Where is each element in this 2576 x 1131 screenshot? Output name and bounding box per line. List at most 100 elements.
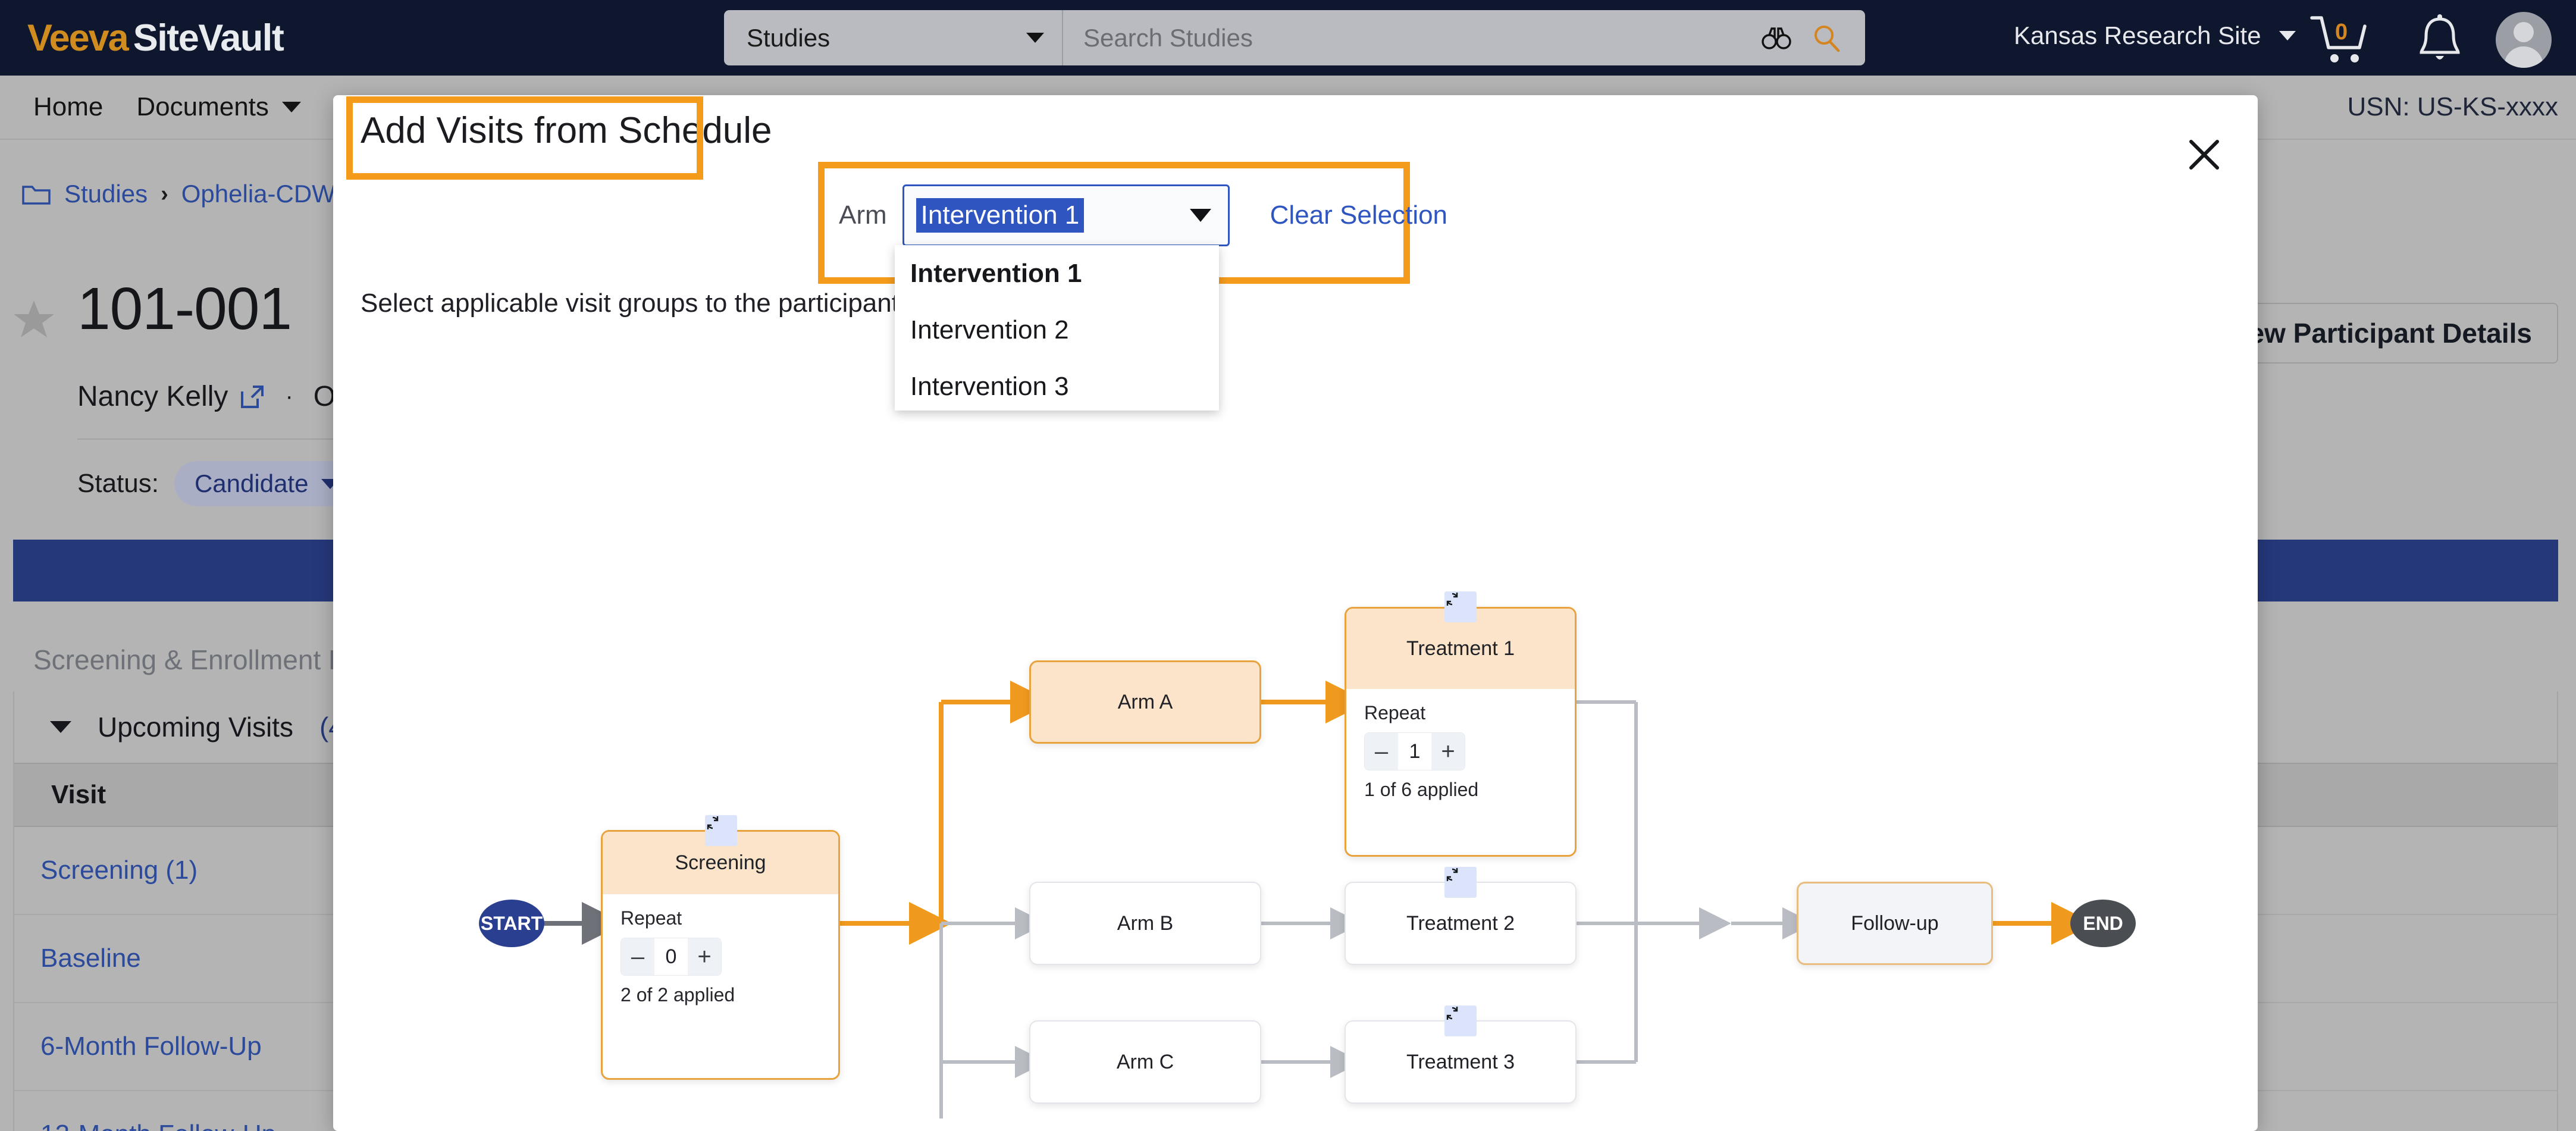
chevron-down-icon[interactable] <box>1189 209 1211 222</box>
folder-icon <box>22 186 51 205</box>
chevron-down-icon <box>281 102 301 112</box>
applied-count: 1 of 6 applied <box>1364 779 1479 800</box>
flow-node-arm-a[interactable]: Arm A <box>1029 660 1261 744</box>
arm-option-intervention-3[interactable]: Intervention 3 <box>910 371 1069 401</box>
table-row[interactable]: 12-Month Follow-Up <box>14 1091 2557 1131</box>
section-title: Screening & Enrollment De <box>33 644 363 675</box>
refresh-icon[interactable] <box>1444 867 1477 898</box>
brand-veeva-text: Veeva <box>27 17 129 59</box>
notifications-bell-icon[interactable] <box>2415 13 2464 65</box>
flow-node-screening-body: Repeat – 0 + 2 of 2 applied <box>603 894 838 1078</box>
status-row: Status: Candidate <box>77 461 360 506</box>
site-name-label: Kansas Research Site <box>2014 21 2261 49</box>
flow-end-node: END <box>2070 900 2136 947</box>
flow-end-label: END <box>2083 912 2123 934</box>
refresh-icon[interactable] <box>705 815 737 846</box>
breadcrumb-separator: › <box>161 181 168 206</box>
chevron-down-icon <box>1026 33 1044 43</box>
flow-node-follow-up[interactable]: Follow-up <box>1797 882 1993 965</box>
search-placeholder: Search Studies <box>1083 23 1253 52</box>
flow-node-treatment-1[interactable]: Treatment 1 Repeat – 1 + 1 of 6 applied <box>1345 607 1577 857</box>
menu-item-documents[interactable]: Documents <box>136 92 301 122</box>
menu-item-documents-label: Documents <box>136 92 269 121</box>
flow-node-screening-label: Screening <box>675 851 766 874</box>
visit-link[interactable]: Baseline <box>40 944 141 973</box>
avatar-head <box>2514 22 2534 42</box>
flow-connectors <box>531 681 2094 1119</box>
search-input-wrap[interactable]: Search Studies <box>1063 10 1762 65</box>
stepper-decrement-button[interactable]: – <box>621 938 654 975</box>
flow-node-treatment-3-label: Treatment 3 <box>1406 1050 1515 1073</box>
arm-label: Arm <box>839 200 887 230</box>
arm-option-intervention-1[interactable]: Intervention 1 <box>910 258 1082 288</box>
refresh-icon[interactable] <box>1444 591 1477 622</box>
modal-title: Add Visits from Schedule <box>361 110 772 151</box>
usn-label: USN: US-KS-xxxx <box>2347 92 2558 121</box>
site-selector[interactable]: Kansas Research Site <box>2014 21 2296 50</box>
flow-start-label: START <box>480 912 543 934</box>
subline-separator: · <box>285 383 293 409</box>
repeat-label: Repeat <box>1364 702 1426 723</box>
flow-node-follow-up-label: Follow-up <box>1851 911 1939 935</box>
status-badge[interactable]: Candidate <box>174 461 360 506</box>
cart-icon[interactable] <box>2308 13 2371 67</box>
visit-link[interactable]: 12-Month Follow-Up <box>40 1120 276 1131</box>
participant-subline: Nancy Kelly · Oph <box>77 380 368 413</box>
global-search[interactable]: Studies Search Studies <box>724 10 1865 65</box>
arm-dropdown-menu: Intervention 1 Intervention 2 Interventi… <box>895 245 1219 411</box>
arm-selected-value: Intervention 1 <box>916 198 1085 233</box>
user-avatar[interactable] <box>2496 12 2552 68</box>
cart-count-badge: 0 <box>2335 20 2348 45</box>
brand-logo[interactable]: Veeva SiteVault <box>27 17 284 59</box>
visit-link[interactable]: Screening (1) <box>40 856 198 885</box>
repeat-stepper[interactable]: – 1 + <box>1364 732 1465 770</box>
external-link-icon[interactable] <box>240 384 265 409</box>
upcoming-visits-label: Upcoming Visits <box>98 712 293 742</box>
stepper-value[interactable]: 0 <box>654 938 688 975</box>
participant-name[interactable]: Nancy Kelly <box>77 381 228 412</box>
repeat-stepper[interactable]: – 0 + <box>621 938 722 976</box>
search-scope-label: Studies <box>747 23 831 52</box>
flow-node-treatment-2-label: Treatment 2 <box>1406 911 1515 935</box>
flow-node-arm-b-label: Arm B <box>1117 911 1174 935</box>
top-navigation-bar: Veeva SiteVault Studies Search Studies <box>0 0 2576 76</box>
flow-node-arm-c[interactable]: Arm C <box>1029 1020 1261 1104</box>
chevron-down-icon[interactable] <box>50 721 71 733</box>
modal-subtitle: Select applicable visit groups to the pa… <box>361 289 907 318</box>
flow-node-treatment-1-label: Treatment 1 <box>1406 637 1515 660</box>
stepper-increment-button[interactable]: + <box>688 938 721 975</box>
arm-selector-row: Arm Intervention 1 Clear Selection <box>839 184 1447 246</box>
arm-dropdown[interactable]: Intervention 1 <box>902 184 1230 246</box>
chevron-down-icon <box>2279 31 2296 40</box>
repeat-label: Repeat <box>621 907 682 929</box>
stepper-increment-button[interactable]: + <box>1431 733 1465 770</box>
close-icon[interactable] <box>2186 137 2222 173</box>
binoculars-icon[interactable] <box>1762 27 1791 49</box>
flow-start-node: START <box>479 900 544 947</box>
breadcrumb-item-studies[interactable]: Studies <box>64 180 148 208</box>
page-title: 101-001 <box>77 275 292 342</box>
arm-option-intervention-2[interactable]: Intervention 2 <box>910 315 1069 344</box>
flow-node-arm-b[interactable]: Arm B <box>1029 882 1261 965</box>
view-participant-details-button[interactable]: View Participant Details <box>2197 303 2558 364</box>
applied-count: 2 of 2 applied <box>621 984 735 1005</box>
menu-item-home-label: Home <box>33 92 104 121</box>
refresh-icon[interactable] <box>1444 1005 1477 1036</box>
search-icon[interactable] <box>1812 23 1841 53</box>
flow-node-screening[interactable]: Screening Repeat – 0 + 2 of 2 applied <box>601 830 840 1080</box>
stepper-decrement-button[interactable]: – <box>1365 733 1398 770</box>
flow-node-arm-c-label: Arm C <box>1116 1050 1174 1073</box>
breadcrumb-item-study[interactable]: Ophelia-CDW <box>181 180 336 208</box>
flow-node-arm-a-label: Arm A <box>1117 690 1173 713</box>
avatar-body <box>2504 46 2543 68</box>
breadcrumb: Studies › Ophelia-CDW <box>21 180 336 208</box>
clear-selection-link[interactable]: Clear Selection <box>1270 200 1448 230</box>
status-value: Candidate <box>194 469 309 497</box>
menu-item-home[interactable]: Home <box>33 92 103 122</box>
favorite-star-icon[interactable] <box>13 299 55 339</box>
visit-link[interactable]: 6-Month Follow-Up <box>40 1032 262 1061</box>
brand-sitevault-text: SiteVault <box>133 17 284 59</box>
stepper-value[interactable]: 1 <box>1398 733 1431 770</box>
search-scope-dropdown[interactable]: Studies <box>724 10 1063 65</box>
visit-schedule-flowchart: START Screening Repeat – 0 + 2 of 2 appl… <box>333 591 2258 1119</box>
